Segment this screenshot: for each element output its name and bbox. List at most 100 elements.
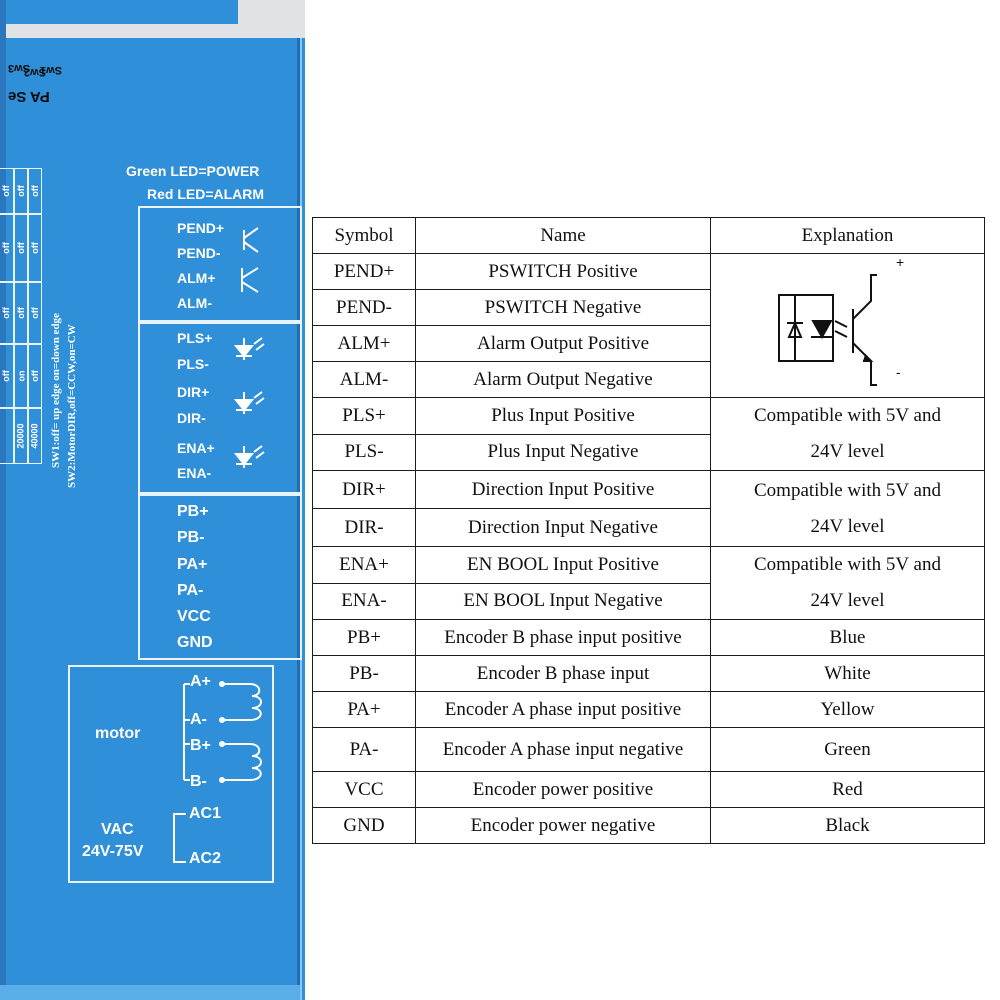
- driver-left-edge: [0, 0, 6, 1000]
- header-symbol: Symbol: [312, 217, 416, 254]
- sw-cell: 20000: [16, 423, 26, 449]
- terminal-pb-plus: PB+: [177, 503, 209, 520]
- terminal-pa-minus: PA-: [177, 582, 204, 599]
- cell-symbol: PLS+: [312, 397, 416, 435]
- cell-explanation-vcc: Red: [710, 771, 985, 808]
- cell-name: EN BOOL Input Negative: [415, 582, 711, 620]
- switch-table: off off off off off off off off off off …: [0, 168, 42, 464]
- explanation-line: 24V level: [810, 441, 885, 462]
- explanation-line: 24V level: [810, 515, 885, 537]
- cell-symbol: ALM-: [312, 361, 416, 398]
- terminal-motor-a-minus: A-: [190, 711, 207, 728]
- transistor-icon: [241, 227, 259, 293]
- cell-explanation-pa-plus: Yellow: [710, 691, 985, 728]
- driver-photo: Sw3 Sw2 Sw1 PA Se off off off off off of…: [0, 0, 305, 1000]
- cell-symbol: DIR+: [312, 470, 416, 509]
- cell-symbol: VCC: [312, 771, 416, 808]
- cell-explanation-pb-plus: Blue: [710, 619, 985, 656]
- output-terminal-group: [138, 206, 302, 322]
- cell-name: Direction Input Negative: [415, 508, 711, 547]
- cell-name: Encoder power positive: [415, 771, 711, 808]
- explanation-line: Compatible with 5V and: [754, 479, 941, 501]
- cell-symbol: PEND-: [312, 289, 416, 326]
- cell-symbol: PLS-: [312, 433, 416, 471]
- explanation-line: 24V level: [810, 590, 885, 611]
- cell-name: Direction Input Positive: [415, 470, 711, 509]
- dip-label-sw1: Sw1: [40, 64, 63, 76]
- encoder-terminal-group: [138, 494, 302, 660]
- sw-cell: on: [16, 370, 26, 382]
- cell-symbol: PA+: [312, 691, 416, 728]
- optocoupler-icon: [777, 273, 877, 386]
- explanation-line: Compatible with 5V and: [754, 405, 941, 426]
- dip-heading: PA Se: [8, 88, 50, 105]
- sw2-note: SW2:MotorDIR,off=CCW,on=CW: [66, 324, 78, 488]
- terminal-gnd: GND: [177, 634, 213, 651]
- cell-name: Plus Input Positive: [415, 397, 711, 435]
- cell-explanation-dir: Compatible with 5V and 24V level: [710, 470, 985, 547]
- terminal-alm-plus: ALM+: [177, 270, 216, 286]
- sw-cell: off: [30, 307, 40, 319]
- explanation-line: Compatible with 5V and: [754, 554, 941, 575]
- cell-symbol: DIR-: [312, 508, 416, 547]
- cell-name: Encoder B phase input: [415, 655, 711, 692]
- vac-range-label: 24V-75V: [82, 843, 144, 860]
- terminal-alm-minus: ALM-: [177, 295, 212, 311]
- terminal-pb-minus: PB-: [177, 529, 205, 546]
- driver-face: [0, 38, 302, 1000]
- led-alarm-label: Red LED=ALARM: [147, 186, 265, 202]
- cell-explanation-pb-minus: White: [710, 655, 985, 692]
- sw-cell: off: [16, 307, 26, 319]
- cell-symbol: PA-: [312, 727, 416, 772]
- input-terminal-group: [138, 322, 302, 494]
- terminal-pls-minus: PLS-: [177, 356, 209, 372]
- optocoupler-plus-label: +: [896, 254, 905, 270]
- optocoupler-minus-label: -: [896, 364, 901, 380]
- cell-name: PSWITCH Positive: [415, 253, 711, 290]
- cell-name: Encoder A phase input positive: [415, 691, 711, 728]
- header-name: Name: [415, 217, 711, 254]
- sw1-note: SW1:off= up edge on=down edge: [50, 313, 62, 468]
- sw-cell: off: [16, 185, 26, 197]
- cell-symbol: GND: [312, 807, 416, 844]
- terminal-spec-table: Symbol Name Explanation PEND+ PSWITCH Po…: [312, 217, 985, 844]
- cell-symbol: ENA-: [312, 582, 416, 620]
- cell-name: Plus Input Negative: [415, 433, 711, 471]
- cell-name: PSWITCH Negative: [415, 289, 711, 326]
- cell-symbol: PB-: [312, 655, 416, 692]
- sw-cell: off: [30, 370, 40, 382]
- bracket-icon: [173, 813, 186, 863]
- sw-cell: off: [30, 242, 40, 254]
- terminal-pa-plus: PA+: [177, 556, 208, 573]
- cell-name: Alarm Output Positive: [415, 325, 711, 362]
- cell-symbol: PEND+: [312, 253, 416, 290]
- cell-name: Encoder power negative: [415, 807, 711, 844]
- cell-explanation-gnd: Black: [710, 807, 985, 844]
- terminal-ena-minus: ENA-: [177, 465, 212, 481]
- terminal-motor-b-minus: B-: [190, 773, 207, 790]
- sw-cell: off: [1, 185, 11, 197]
- driver-top-edge: [0, 0, 305, 38]
- terminal-ac2: AC2: [189, 850, 222, 867]
- terminal-pend-minus: PEND-: [177, 245, 221, 261]
- cell-symbol: ALM+: [312, 325, 416, 362]
- led-power-label: Green LED=POWER: [126, 163, 260, 179]
- sw-cell: off: [1, 307, 11, 319]
- sw-cell: off: [1, 370, 11, 382]
- terminal-dir-minus: DIR-: [177, 410, 206, 426]
- terminal-vcc: VCC: [177, 608, 211, 625]
- sw-cell: off: [30, 185, 40, 197]
- sw-cell: off: [16, 242, 26, 254]
- motor-label: motor: [95, 725, 141, 742]
- terminal-motor-a-plus: A+: [190, 673, 211, 690]
- terminal-pls-plus: PLS+: [177, 330, 213, 346]
- cell-optocoupler: [710, 253, 985, 398]
- cell-explanation-ena: Compatible with 5V and 24V level: [710, 546, 985, 620]
- header-explanation: Explanation: [710, 217, 985, 254]
- terminal-ac1: AC1: [189, 805, 222, 822]
- cell-symbol: ENA+: [312, 546, 416, 584]
- sw-cell: 40000: [30, 423, 40, 449]
- terminal-motor-b-plus: B+: [190, 737, 211, 754]
- terminal-pend-plus: PEND+: [177, 220, 225, 236]
- cell-name: Encoder B phase input positive: [415, 619, 711, 656]
